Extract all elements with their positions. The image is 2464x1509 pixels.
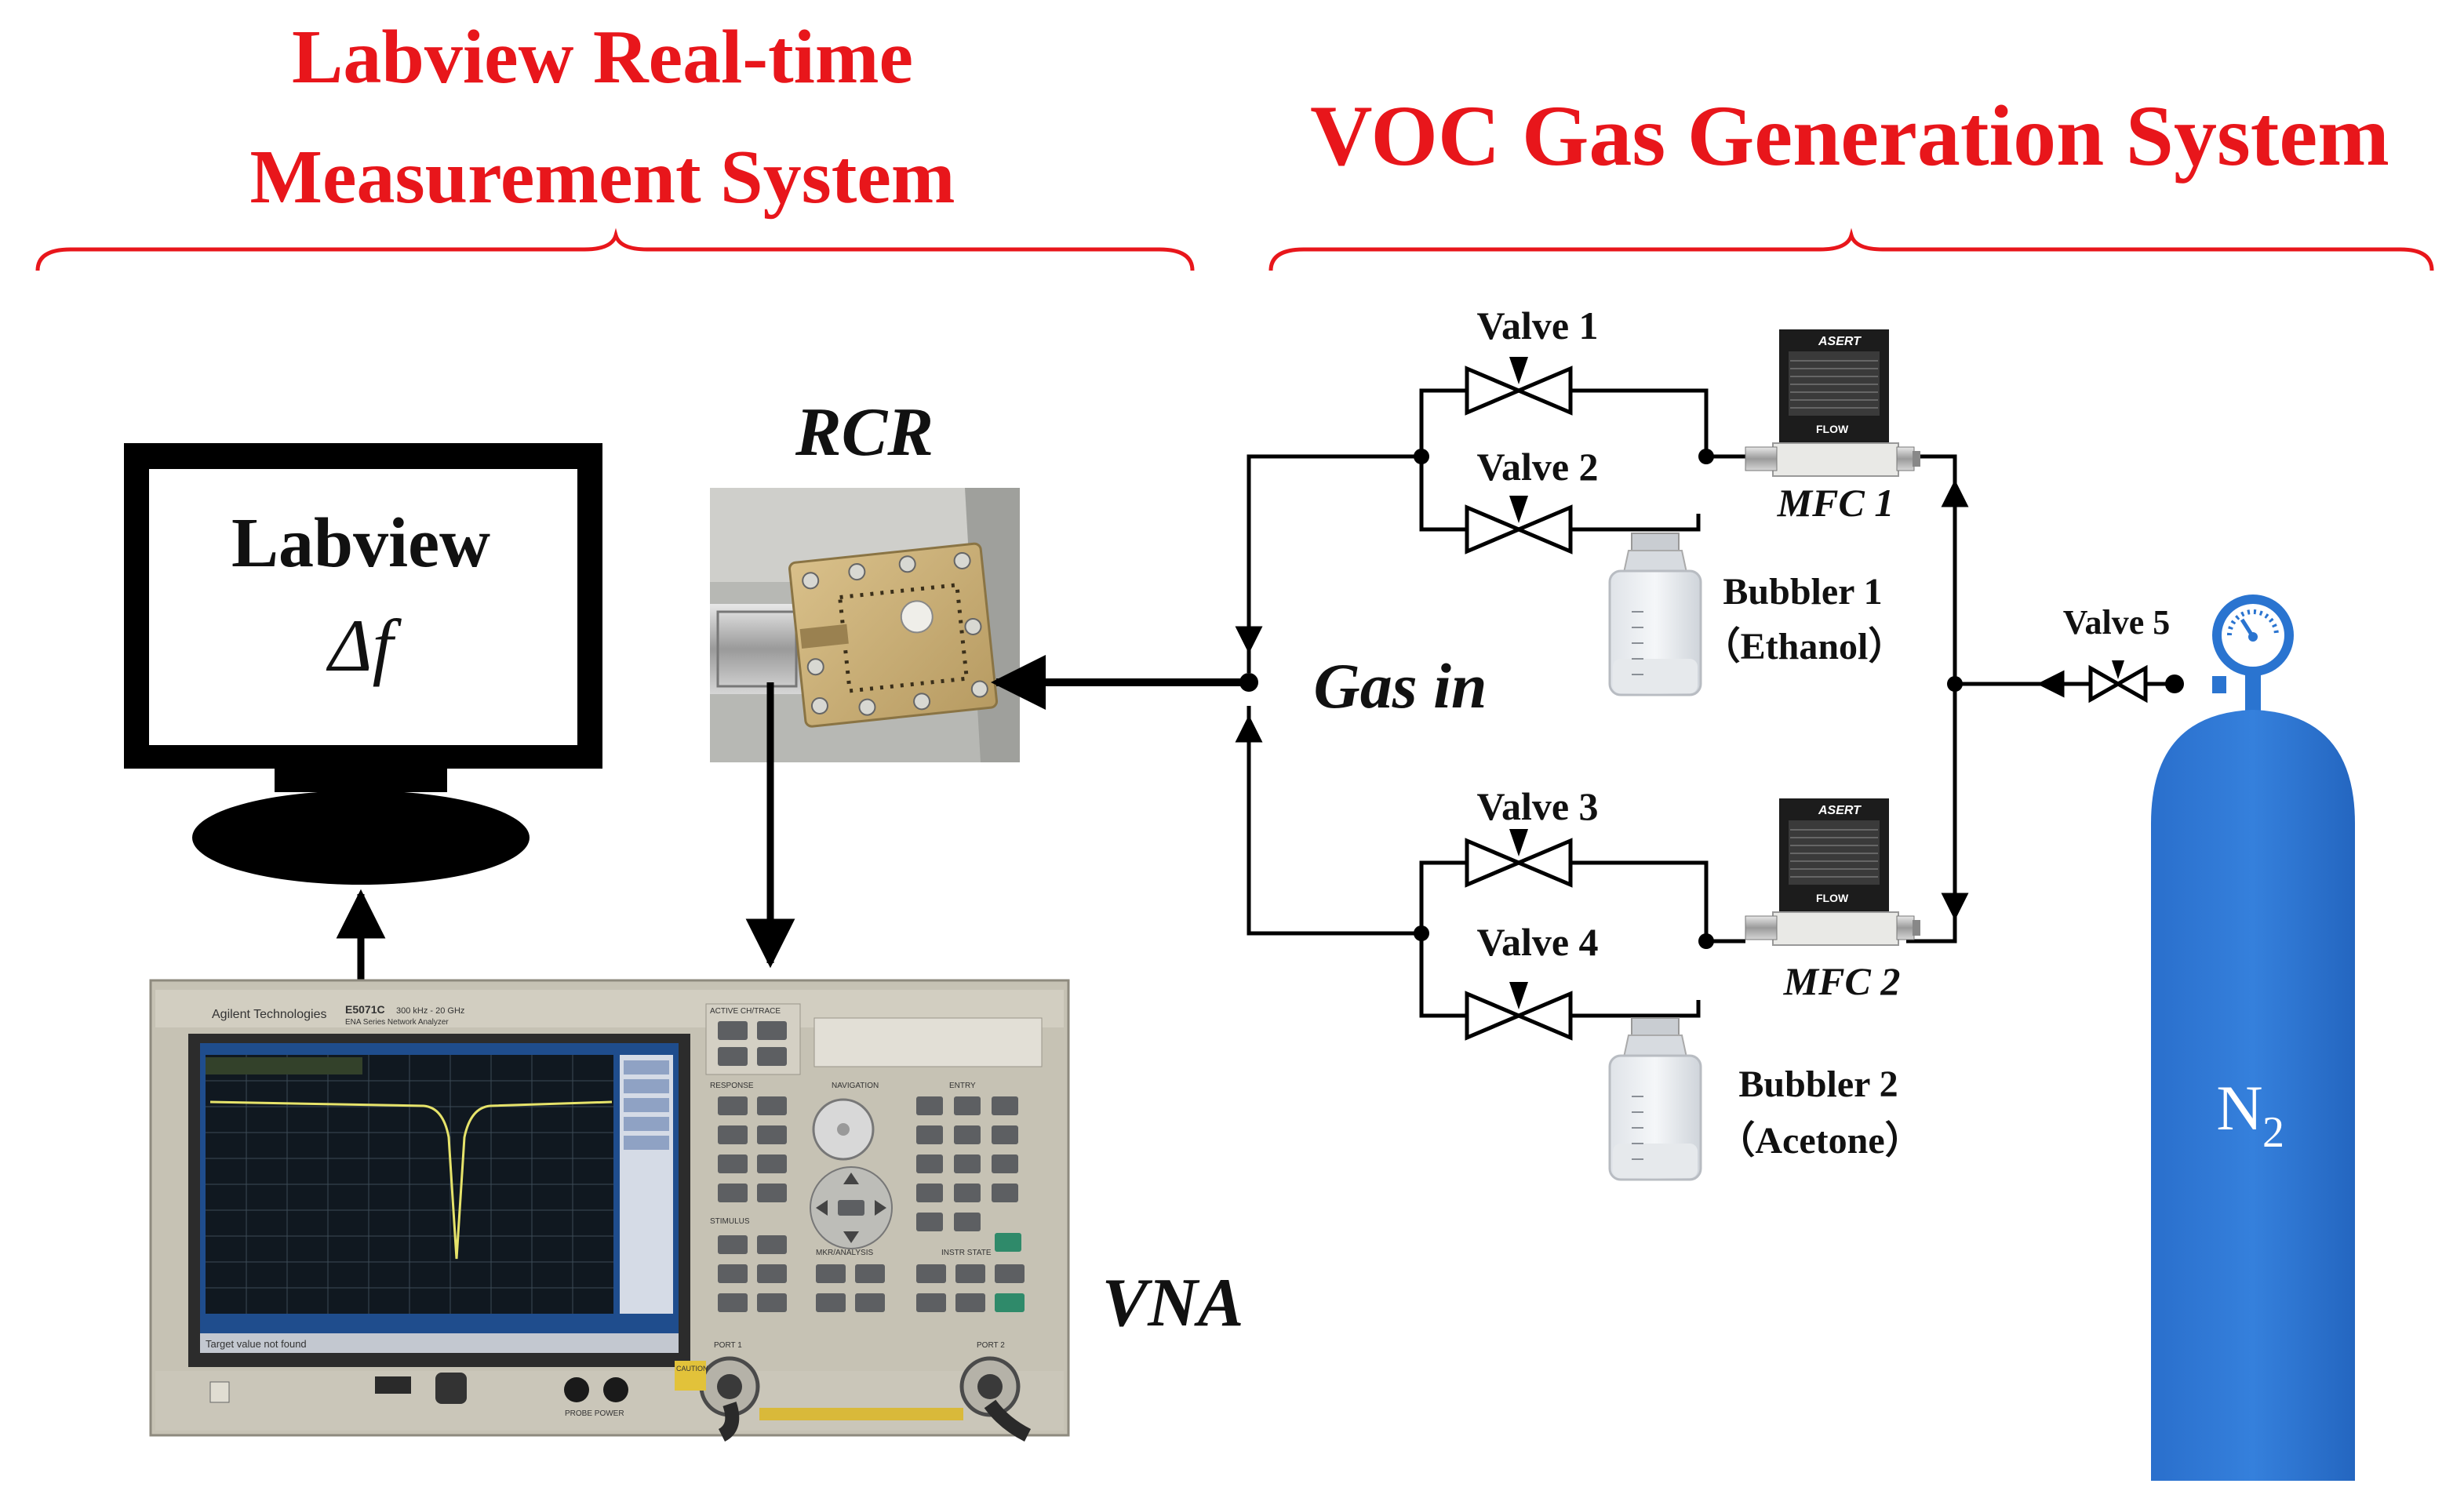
vna-instrument: Agilent Technologies E5071C 300 kHz - 20… bbox=[149, 979, 1070, 1442]
vna-port2-label: PORT 2 bbox=[977, 1341, 1005, 1350]
left-title-line1: Labview Real-time bbox=[292, 15, 913, 100]
vna-model-text: E5071C bbox=[345, 1003, 385, 1016]
valve-1-label: Valve 1 bbox=[1476, 304, 1598, 347]
vna-caution-text: CAUTION bbox=[676, 1365, 708, 1373]
monitor-neck bbox=[275, 769, 447, 792]
bubbler-2-sublabel: （Acetone） bbox=[1717, 1120, 1922, 1162]
valve-3 bbox=[1465, 829, 1573, 888]
mfc-1-logo: FLOW bbox=[1816, 423, 1849, 435]
cylinder-outlet bbox=[2212, 676, 2226, 693]
vna-response-section: RESPONSE bbox=[710, 1082, 754, 1090]
vna-port1-label: PORT 1 bbox=[714, 1341, 742, 1350]
vna-active-section: ACTIVE CH/TRACE bbox=[710, 1007, 781, 1016]
mfc-2: ASERT FLOW bbox=[1745, 798, 1920, 946]
valve-2-label: Valve 2 bbox=[1476, 445, 1598, 489]
valve-3-label: Valve 3 bbox=[1476, 784, 1598, 828]
vna-model-sub-text: 300 kHz - 20 GHz bbox=[396, 1006, 464, 1016]
bubbler-1-sublabel: （Ethanol） bbox=[1703, 626, 1906, 667]
left-title-line2: Measurement System bbox=[249, 135, 955, 220]
monitor-labview-text: Labview bbox=[231, 504, 490, 582]
valve-4 bbox=[1465, 982, 1573, 1041]
vna-label: VNA bbox=[1102, 1265, 1244, 1341]
rcr-photo bbox=[710, 488, 1020, 762]
left-brace bbox=[35, 227, 1195, 271]
bubbler-1-label: Bubbler 1 bbox=[1723, 571, 1882, 613]
vna-stimulus-section: STIMULUS bbox=[710, 1217, 750, 1226]
valve-4-label: Valve 4 bbox=[1476, 920, 1598, 964]
valve-2 bbox=[1465, 496, 1573, 555]
labview-monitor: Labview Δf bbox=[124, 443, 602, 885]
vna-probe-power-text: PROBE POWER bbox=[565, 1409, 624, 1418]
mfc-2-logo: FLOW bbox=[1816, 892, 1849, 904]
bubbler-1 bbox=[1608, 533, 1702, 696]
valve-1 bbox=[1465, 357, 1573, 416]
vna-grid bbox=[206, 1055, 613, 1314]
right-brace bbox=[1268, 227, 2434, 271]
junction-dots bbox=[1239, 449, 2184, 949]
n2-label: N bbox=[2216, 1072, 2262, 1144]
vna-mkr-section: MKR/ANALYSIS bbox=[816, 1249, 873, 1257]
vna-navigation-section: NAVIGATION bbox=[832, 1082, 879, 1090]
vna-instr-section: INSTR STATE bbox=[941, 1249, 992, 1257]
gas-in-label: Gas in bbox=[1313, 650, 1487, 722]
mfc-1: ASERT FLOW bbox=[1745, 329, 1920, 477]
mfc-1-brand: ASERT bbox=[1818, 335, 1862, 348]
delta-f-text: Δf bbox=[326, 604, 402, 687]
monitor-stand bbox=[192, 791, 530, 885]
bubbler-2 bbox=[1608, 1017, 1702, 1181]
mfc-2-brand: ASERT bbox=[1818, 804, 1862, 817]
bubbler-2-label: Bubbler 2 bbox=[1738, 1064, 1898, 1105]
valve-5-label: Valve 5 bbox=[2063, 603, 2171, 642]
vna-series-text: ENA Series Network Analyzer bbox=[345, 1018, 449, 1027]
rcr-label: RCR bbox=[795, 395, 934, 471]
mfc-2-label: MFC 2 bbox=[1783, 959, 1901, 1003]
valve-5 bbox=[2088, 660, 2175, 704]
vna-status-text: Target value not found bbox=[206, 1338, 307, 1350]
n2-cylinder: N 2 bbox=[2151, 595, 2355, 1481]
vna-keypad bbox=[718, 1021, 1025, 1312]
vna-brand-text: Agilent Technologies bbox=[212, 1008, 326, 1021]
n2-subscript: 2 bbox=[2262, 1108, 2284, 1157]
mfc-1-label: MFC 1 bbox=[1777, 481, 1894, 525]
right-title: VOC Gas Generation System bbox=[1310, 88, 2389, 184]
vna-entry-section: ENTRY bbox=[949, 1082, 976, 1090]
vna-resonance-trace bbox=[209, 1100, 613, 1260]
left-title: Labview Real-time Measurement System bbox=[249, 15, 955, 220]
